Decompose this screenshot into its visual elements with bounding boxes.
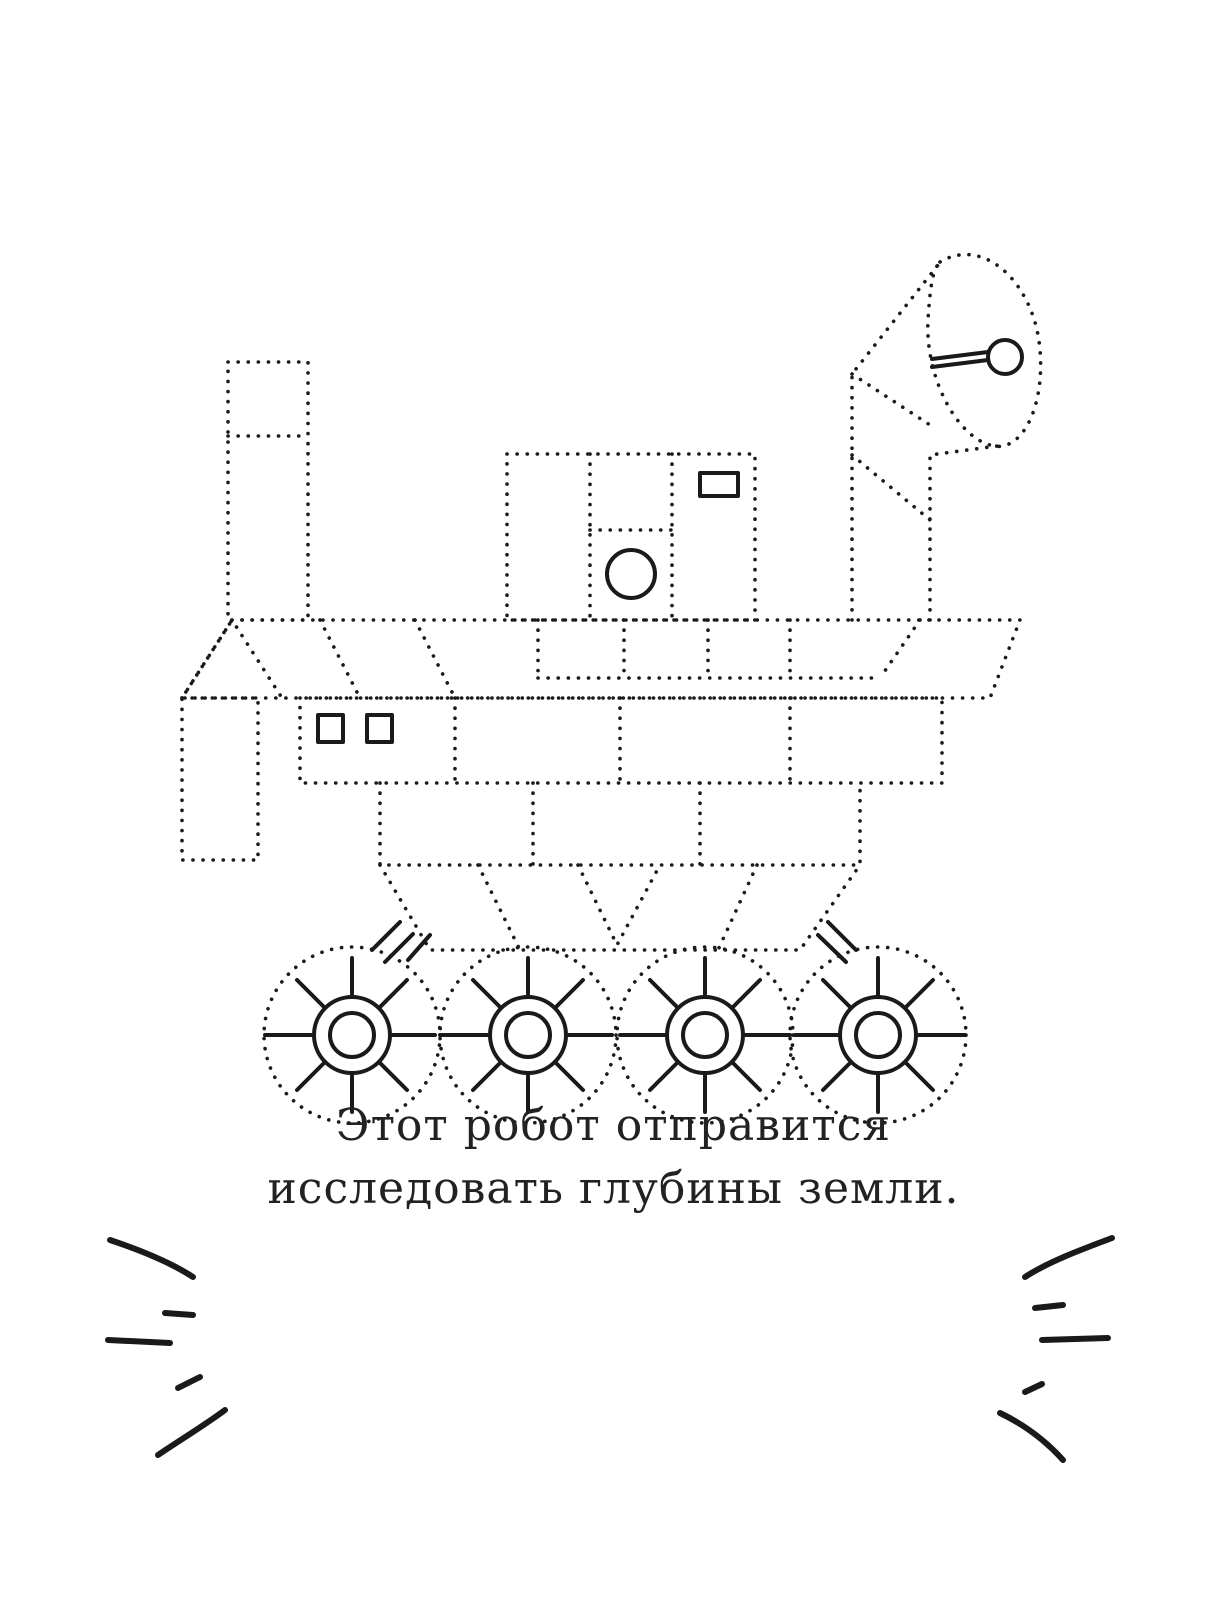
caption-line-2: исследовать глубины земли. — [267, 1163, 960, 1214]
main-body — [298, 696, 944, 785]
wheel-3 — [615, 945, 795, 1125]
wheel-2 — [438, 945, 618, 1125]
caption-line-1: Этот робот отправится — [335, 1100, 892, 1151]
body-window-left — [316, 713, 345, 744]
upper-deck — [178, 618, 1023, 700]
lower-body — [378, 781, 862, 867]
cabin-window — [698, 471, 740, 498]
left-gable-block — [180, 616, 284, 862]
suspension-arms — [370, 920, 858, 964]
antenna-arm — [850, 258, 1007, 622]
chimney-tower — [226, 360, 310, 622]
right-sparkle-strokes — [997, 1235, 1115, 1463]
left-sparkle-strokes — [105, 1237, 228, 1458]
top-cabin — [505, 452, 757, 622]
wheel-1 — [262, 945, 442, 1125]
body-window-right — [365, 713, 394, 744]
satellite-dish — [926, 252, 1043, 449]
dish-receiver — [930, 350, 990, 369]
cabin-porthole — [605, 548, 657, 600]
chassis — [378, 863, 862, 952]
wheel-4 — [788, 945, 968, 1125]
